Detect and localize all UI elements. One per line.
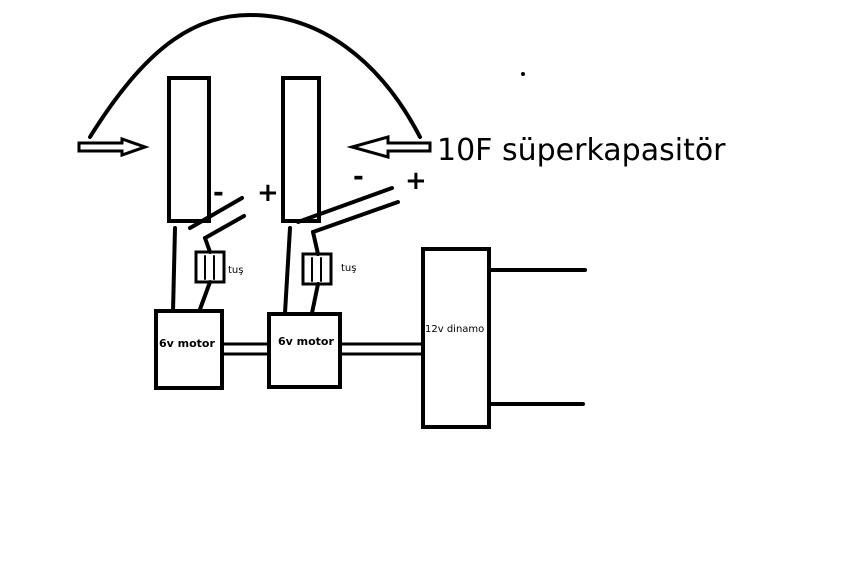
button2-to-motor2-wire xyxy=(310,282,320,315)
cap1-minus-lead xyxy=(203,214,246,240)
push-button-1 xyxy=(194,250,226,284)
cap2-to-motor2-wire xyxy=(283,226,292,315)
button1-to-motor1-wire xyxy=(197,280,212,314)
left-arrow-icon xyxy=(77,136,150,158)
button1-label: tuş xyxy=(228,265,243,276)
button2-label: tuş xyxy=(341,263,356,274)
dot-mark xyxy=(521,72,525,76)
supercapacitor-2 xyxy=(281,76,321,223)
connection-arc xyxy=(88,13,422,139)
right-arrow-icon xyxy=(346,135,432,159)
cap1-to-button1-wire xyxy=(203,236,212,254)
cap1-plus-lead xyxy=(188,196,244,230)
supercapacitor-1 xyxy=(167,76,211,223)
motor2-label: 6v motor xyxy=(278,335,334,348)
cap1-to-motor1-wire xyxy=(171,226,177,314)
motor-2 xyxy=(267,312,342,389)
cap2-minus-label: - xyxy=(353,162,364,192)
cap2-minus-lead xyxy=(311,200,400,234)
supercapacitor-title: 10F süperkapasitör xyxy=(437,133,726,168)
cap2-plus-lead xyxy=(296,186,394,224)
cap1-minus-label: - xyxy=(213,178,224,208)
motor1-label: 6v motor xyxy=(159,337,215,350)
cap2-plus-label: + xyxy=(405,166,427,196)
generator-box xyxy=(421,247,491,429)
generator-label: 12v dinamo xyxy=(425,324,484,335)
push-button-2 xyxy=(301,252,333,286)
cap2-to-button2-wire xyxy=(311,230,320,256)
motor-1 xyxy=(154,309,224,390)
cap1-plus-label: + xyxy=(257,178,279,208)
